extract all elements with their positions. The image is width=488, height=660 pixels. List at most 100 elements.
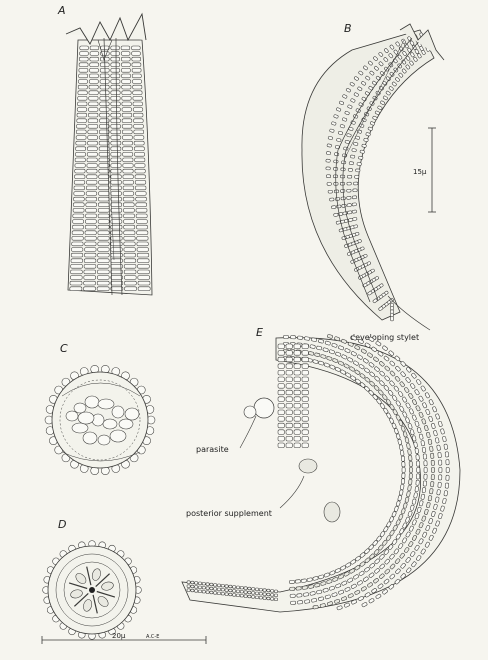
- annule-cell: [98, 180, 110, 185]
- scale-tag: A.C-E: [146, 634, 159, 640]
- annule-cell: [392, 524, 398, 531]
- annule-cell: [398, 72, 404, 78]
- annule-cell: [258, 588, 263, 592]
- annule-cell: [364, 386, 370, 392]
- annule-cell: [422, 531, 428, 538]
- annule-cell: [409, 60, 414, 66]
- annule-cell: [122, 146, 133, 151]
- annule-cell: [411, 372, 417, 379]
- annule-cell: [293, 403, 301, 409]
- annule-cell: [209, 582, 214, 587]
- annule-cell: [75, 146, 86, 151]
- annule-cell: [342, 117, 348, 122]
- annule-cell: [301, 350, 309, 356]
- annule-cell: [329, 128, 335, 133]
- annule-cell: [124, 286, 137, 291]
- nucleus-cell: [71, 422, 89, 434]
- annule-cell: [293, 389, 301, 396]
- annule-cell: [344, 602, 350, 608]
- annule-cell: [110, 101, 121, 107]
- annule-cell: [83, 264, 97, 269]
- annule-cell: [382, 394, 388, 400]
- annule-cell: [98, 185, 110, 191]
- annule-cell: [83, 275, 96, 280]
- annule-cell: [110, 45, 120, 51]
- annule-cell: [411, 561, 417, 568]
- annule-cell: [333, 213, 339, 217]
- annule-cell: [99, 101, 110, 107]
- annule-cell: [87, 140, 98, 146]
- annule-cell: [400, 371, 406, 377]
- annule-cell: [345, 88, 351, 93]
- annule-cell: [338, 345, 344, 351]
- annule-cell: [431, 467, 435, 473]
- annule-cell: [258, 596, 263, 600]
- annule-cell: [122, 140, 133, 146]
- annule-cell: [306, 577, 313, 582]
- annule-cell: [121, 84, 132, 90]
- annule-cell: [379, 554, 385, 560]
- annule-cell: [404, 437, 410, 444]
- annule-cell: [438, 459, 443, 466]
- annule-cell: [397, 495, 402, 502]
- annule-cell: [224, 588, 229, 592]
- sector-cell: [97, 596, 109, 607]
- annule-cell: [442, 436, 447, 442]
- annule-cell: [293, 442, 301, 448]
- annule-cell: [301, 343, 309, 349]
- annule-cell: [349, 366, 355, 372]
- annule-cell: [359, 149, 365, 154]
- annule-cell: [333, 167, 339, 171]
- annule-cell: [424, 392, 430, 399]
- annule-cell: [329, 364, 336, 370]
- annule-cell: [121, 118, 133, 123]
- annule-cell: [99, 90, 110, 95]
- annule-cell: [277, 363, 285, 369]
- annule-cell: [285, 429, 293, 435]
- annule-cell: [194, 581, 199, 585]
- annule-cell: [368, 86, 374, 91]
- annule-cell: [135, 208, 148, 213]
- annule-cell: [400, 450, 405, 456]
- annule-cell: [388, 86, 394, 91]
- annule-cell: [133, 129, 144, 135]
- annule-cell: [326, 182, 332, 186]
- annule-cell: [408, 473, 413, 479]
- nucleus-cell: [84, 395, 100, 409]
- annule-cell: [131, 62, 142, 67]
- panel-a-annulation: [69, 45, 151, 291]
- annule-cell: [351, 209, 357, 214]
- annule-cell: [71, 241, 84, 247]
- annule-cell: [186, 584, 191, 588]
- annule-cell: [397, 438, 402, 445]
- annule-cell: [73, 196, 85, 202]
- annule-cell: [423, 460, 428, 467]
- annule-cell: [123, 264, 137, 269]
- annule-cell: [99, 118, 110, 123]
- annule-cell: [255, 595, 259, 599]
- annule-cell: [97, 269, 110, 275]
- annule-cell: [274, 597, 278, 601]
- annule-cell: [442, 498, 447, 504]
- annule-cell: [331, 592, 338, 598]
- annule-cell: [239, 594, 244, 598]
- annule-cell: [266, 596, 271, 601]
- sector-cell: [91, 568, 101, 581]
- annule-cell: [99, 124, 110, 129]
- annule-cell: [354, 565, 361, 571]
- annule-cell: [228, 592, 233, 597]
- annule-cell: [362, 358, 369, 364]
- annule-cell: [407, 485, 412, 491]
- annule-cell: [405, 64, 411, 70]
- annule-cell: [416, 506, 422, 513]
- annule-cell: [100, 45, 110, 51]
- annule-cell: [376, 535, 382, 542]
- annule-cell: [71, 247, 84, 252]
- annule-cell: [358, 570, 365, 576]
- annule-cell: [339, 124, 345, 129]
- panel-d-radial-structures: [68, 566, 116, 614]
- annule-cell: [406, 491, 411, 497]
- annule-cell: [334, 152, 340, 157]
- annule-cell: [395, 77, 400, 82]
- annule-cell: [405, 557, 411, 563]
